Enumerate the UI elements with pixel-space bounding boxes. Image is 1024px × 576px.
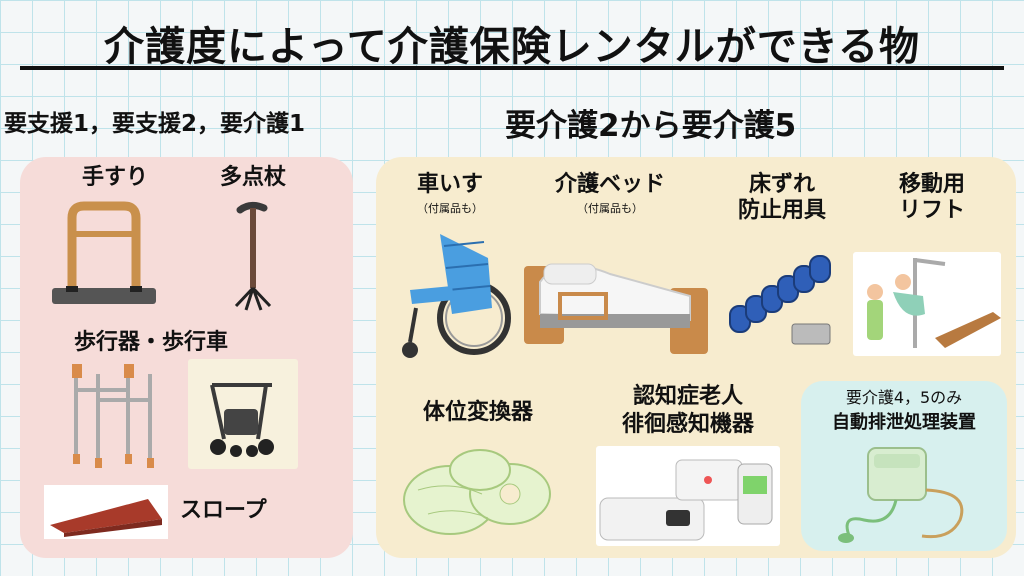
care-bed-icon: [524, 263, 708, 354]
label-sensor-line2: 徘徊感知機器: [621, 412, 754, 437]
page-title: 介護度によって介護保険レンタルができる物: [104, 24, 920, 70]
label-care-bed-note: （付属品も）: [577, 202, 643, 215]
lift-photo: [853, 252, 1001, 356]
label-bedsore-line1: 床ずれ: [748, 172, 815, 197]
wandering-sensor-icon: [599, 459, 773, 541]
wheelchair-icon: [402, 234, 511, 358]
label-handrail: 手すり: [81, 165, 148, 190]
rollator-photo: [188, 359, 298, 469]
category-right-label: 要介護2から要介護5: [505, 108, 797, 144]
positioning-cushion-icon: [403, 449, 551, 535]
handrail-icon: [52, 201, 156, 304]
auto-excretion-device-icon: [838, 447, 964, 543]
label-bedsore-line2: 防止用具: [737, 198, 826, 223]
label-multi-point-cane: 多点杖: [219, 165, 286, 190]
label-sensor-line1: 認知症老人: [632, 384, 743, 409]
care-level-badge: 要介護4，5のみ: [845, 388, 963, 407]
slope-icon: [44, 485, 168, 539]
label-auto-excretion-device: 自動排泄処理装置: [832, 412, 976, 433]
rollator-icon: [210, 383, 274, 457]
label-care-bed: 介護ベッド: [554, 172, 665, 197]
walker-icon: [72, 364, 154, 468]
label-slope: スロープ: [180, 498, 267, 523]
label-positioner: 体位変換器: [422, 400, 533, 425]
label-walker: 歩行器・歩行車: [74, 330, 229, 355]
label-wheelchair-note: （付属品も）: [417, 202, 483, 215]
category-left-label: 要支援1，要支援2，要介護1: [4, 111, 306, 137]
cane-icon: [234, 201, 272, 311]
patient-lift-icon: [867, 258, 1001, 348]
label-lift-line2: リフト: [898, 198, 965, 223]
title-underline: [20, 66, 1004, 70]
sensor-photo: [596, 446, 780, 546]
label-wheelchair: 車いす: [416, 172, 483, 197]
air-mattress-icon: [729, 255, 831, 345]
label-lift-line1: 移動用: [898, 172, 965, 197]
